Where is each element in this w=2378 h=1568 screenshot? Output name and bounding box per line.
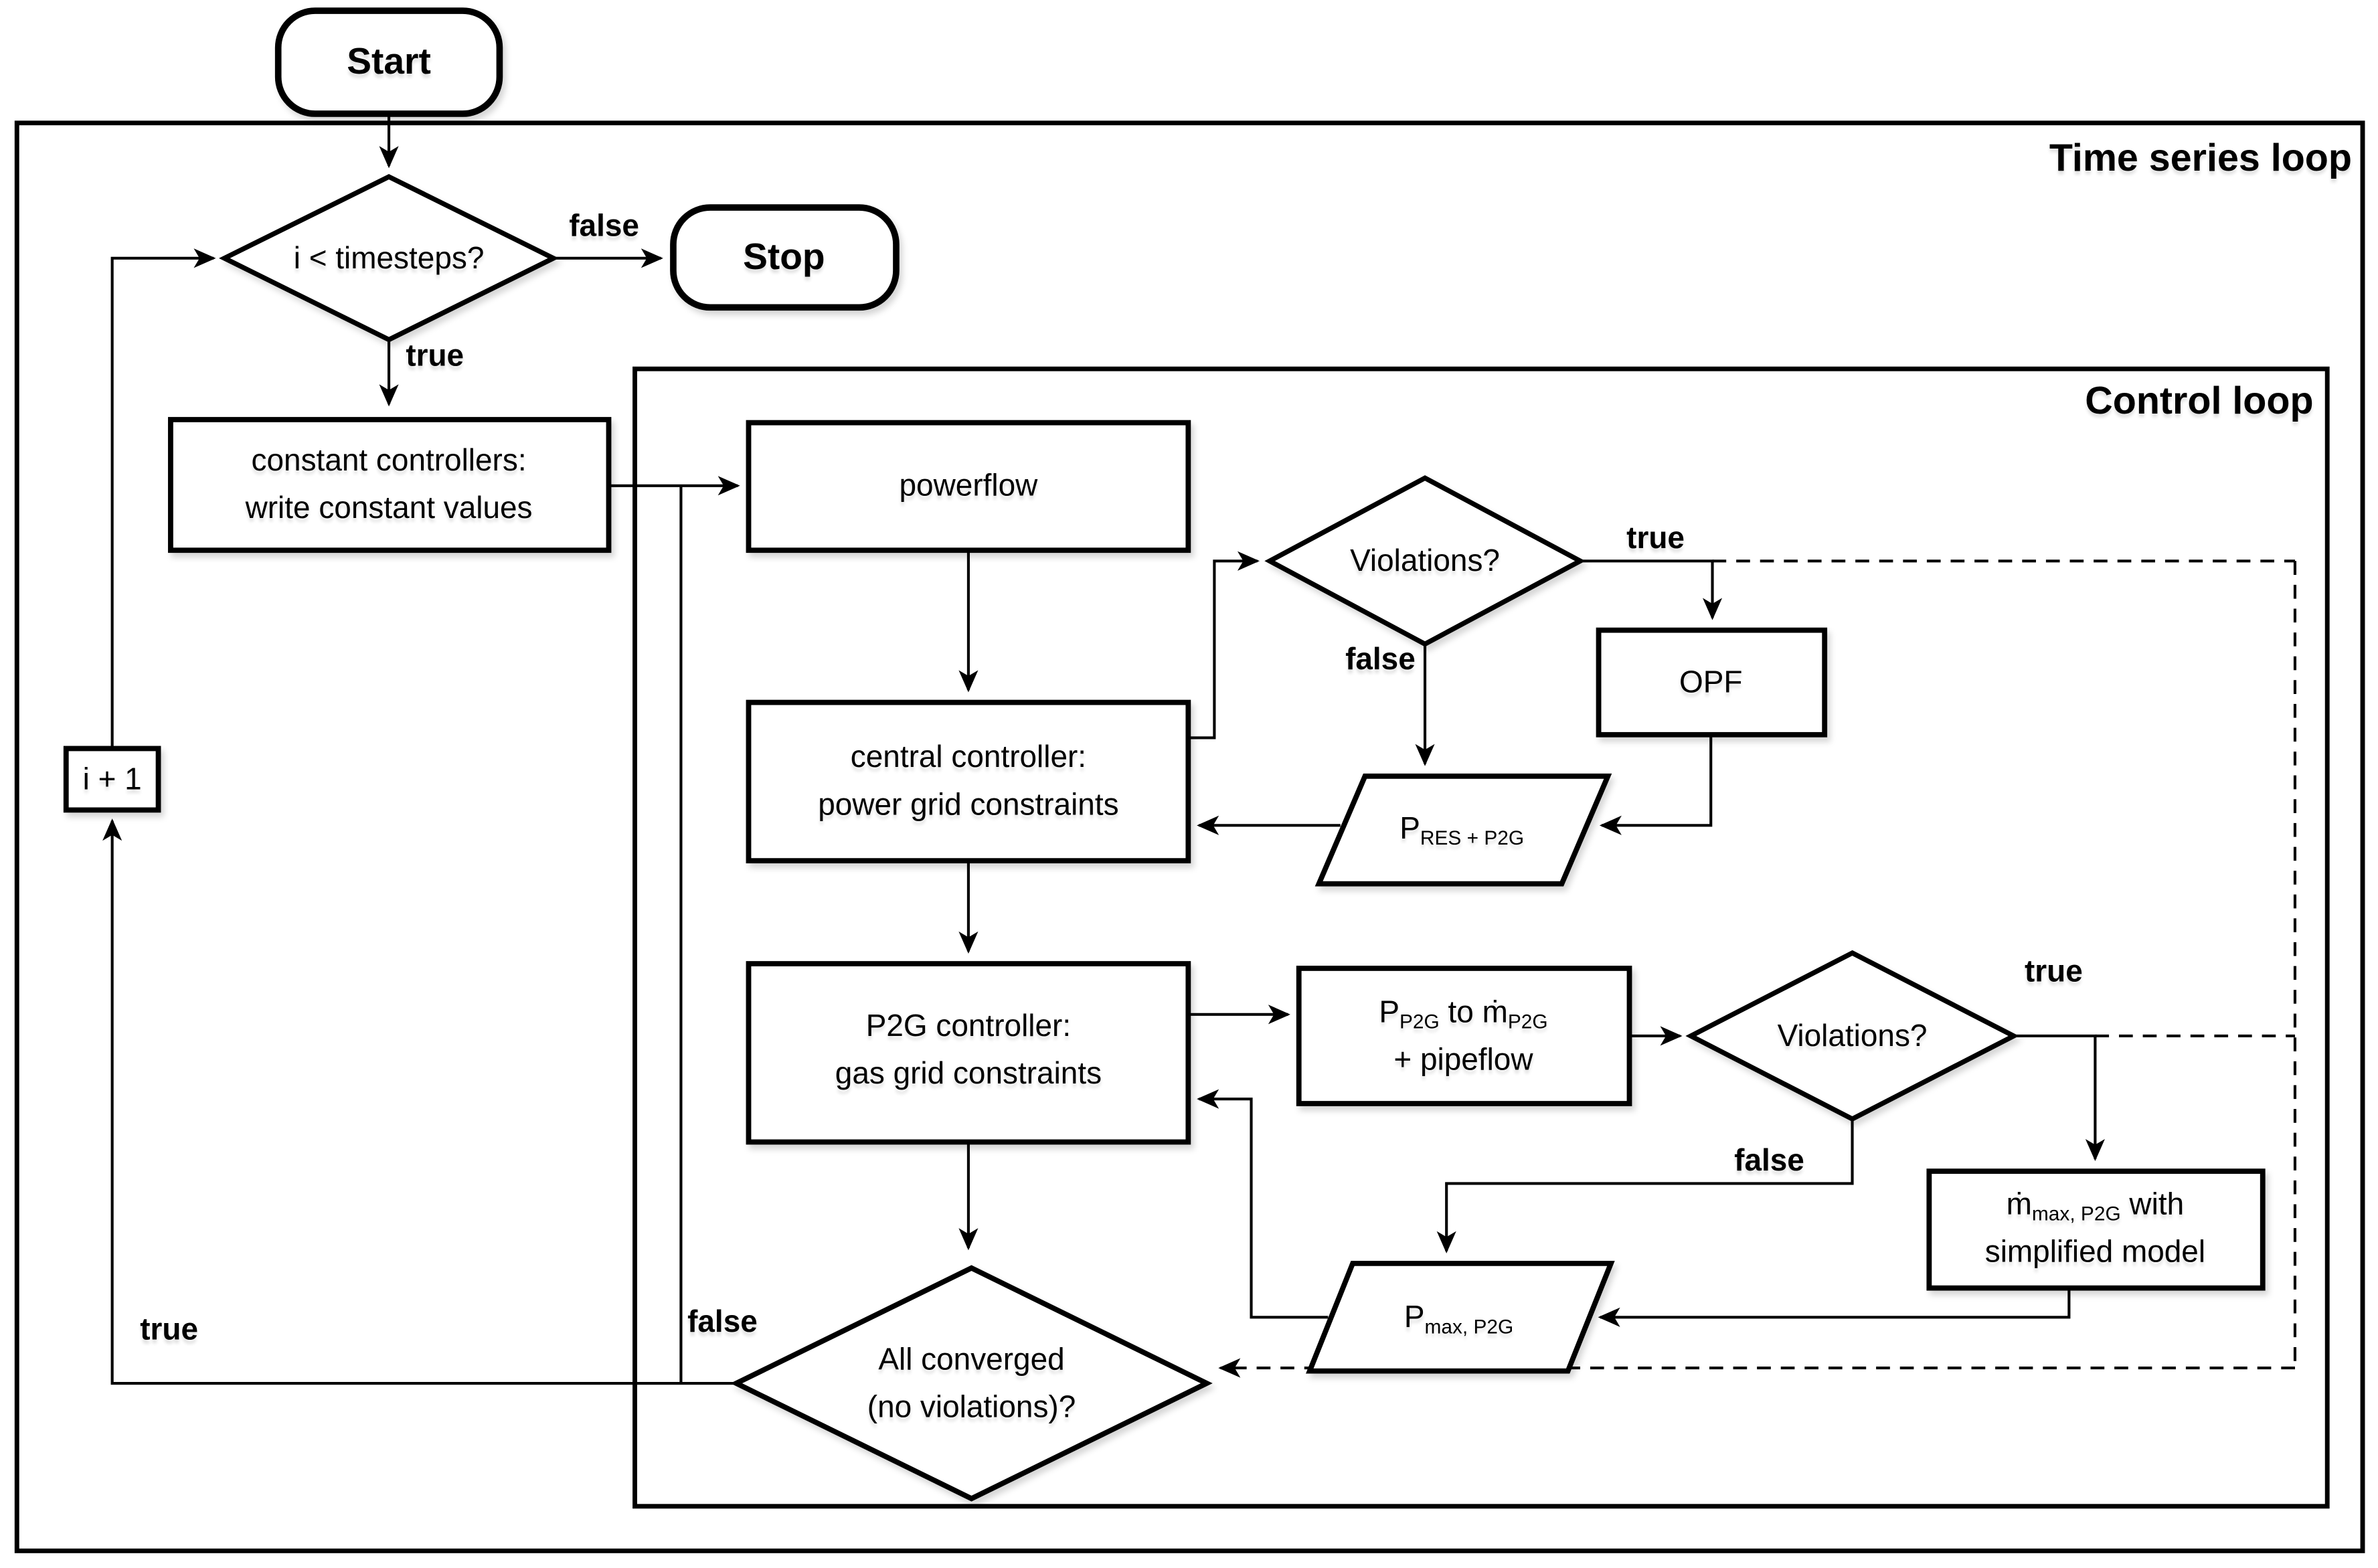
p-to-mdot-main1: P (1379, 996, 1399, 1030)
p-to-mdot-line1: PP2G to ṁP2G (1379, 990, 1547, 1037)
p2g-controller-label: P2G controller: gas grid constraints (835, 1004, 1102, 1099)
timesteps-false-label: false (569, 209, 639, 244)
start-node-label: Start (347, 41, 431, 84)
p2g-controller-line1: P2G controller: (865, 1009, 1072, 1044)
violations-gas-true-label: true (2024, 955, 2083, 989)
mdot-max-main1: ṁ (2006, 1188, 2032, 1222)
increment-label: i + 1 (82, 763, 142, 797)
control-loop-box (632, 366, 2330, 1509)
stop-node-shape (670, 204, 900, 311)
p-to-mdot-label: PP2G to ṁP2G + pipeflow (1379, 990, 1547, 1085)
p-res-p2g-shape (1314, 773, 1612, 887)
p-to-mdot-sub1: P2G (1399, 1009, 1440, 1033)
p-max-main: P (1404, 1301, 1425, 1335)
edge-pmax-to-p2g (1197, 1089, 1329, 1319)
edge-opf-to-pres (1599, 734, 1713, 835)
p-to-mdot-mid: to ṁ (1439, 996, 1508, 1030)
edge-central-to-violations-power (1188, 551, 1260, 739)
powerflow-label: powerflow (899, 469, 1038, 504)
all-converged-label: All converged (no violations)? (867, 1337, 1076, 1432)
edge-mdotmax-to-pmax (1598, 1288, 2071, 1327)
p-to-mdot-line2: + pipeflow (1393, 1043, 1533, 1077)
powerflow-shape (746, 420, 1191, 553)
all-converged-line2: (no violations)? (867, 1391, 1076, 1425)
p2g-controller-shape (746, 961, 1191, 1145)
violations-power-shape (1264, 475, 1586, 647)
mdot-max-line1: ṁmax, P2G with (1985, 1182, 2205, 1229)
central-controller-shape (746, 699, 1191, 864)
p-to-mdot-sub2: P2G (1507, 1009, 1548, 1033)
edge-converged-true-to-increment (102, 818, 737, 1385)
timesteps-true-label: true (406, 339, 464, 374)
converged-true-label: true (140, 1313, 199, 1348)
central-controller-line2: power grid constraints (818, 788, 1119, 822)
p-to-mdot-shape (1296, 966, 1632, 1106)
p-max-sub: max, P2G (1424, 1314, 1514, 1338)
start-node-shape (274, 7, 503, 117)
violations-power-true-label: true (1626, 521, 1685, 556)
p-res-main: P (1399, 812, 1420, 847)
violations-gas-false-label: false (1734, 1144, 1804, 1179)
converged-false-label: false (687, 1306, 758, 1340)
constant-controllers-label: constant controllers: write constant val… (246, 438, 533, 533)
constant-controllers-line2: write constant values (245, 491, 533, 526)
opf-shape (1596, 627, 1828, 737)
edge-violations-gas-false-to-pmax (1436, 1118, 1854, 1253)
increment-shape (63, 746, 161, 813)
opf-label: OPF (1679, 666, 1743, 701)
timesteps-decision-shape (219, 174, 560, 343)
time-series-loop-title: Time series loop (2049, 137, 2352, 180)
constant-controllers-line1: constant controllers: (251, 444, 527, 478)
central-controller-line1: central controller: (850, 741, 1087, 775)
control-loop-title: Control loop (2085, 379, 2314, 423)
violations-gas-label: Violations? (1777, 1019, 1928, 1054)
all-converged-line1: All converged (878, 1343, 1065, 1377)
constant-controllers-shape (168, 417, 612, 553)
violations-power-false-label: false (1345, 643, 1416, 677)
central-controller-label: central controller: power grid constrain… (818, 735, 1118, 830)
violations-gas-shape (1685, 950, 2019, 1122)
p-res-sub: RES + P2G (1420, 826, 1525, 849)
stop-node-label: Stop (743, 236, 825, 278)
mdot-max-label: ṁmax, P2G with simplified model (1985, 1182, 2205, 1277)
timesteps-decision-label: i < timesteps? (293, 242, 485, 276)
p-max-p2g-label: Pmax, P2G (1404, 1295, 1513, 1342)
time-series-loop-box (14, 120, 2365, 1553)
p-max-p2g-shape (1306, 1260, 1615, 1374)
p2g-controller-line2: gas grid constraints (835, 1057, 1102, 1092)
mdot-max-sub1: max, P2G (2031, 1202, 2121, 1225)
mdot-max-rest1: with (2120, 1188, 2185, 1222)
violations-power-label: Violations? (1350, 545, 1500, 579)
mdot-max-shape (1926, 1168, 2266, 1291)
mdot-max-line2: simplified model (1984, 1235, 2206, 1270)
p-res-p2g-label: PRES + P2G (1399, 806, 1524, 854)
edge-increment-to-timesteps (110, 248, 216, 749)
all-converged-shape (730, 1265, 1213, 1502)
